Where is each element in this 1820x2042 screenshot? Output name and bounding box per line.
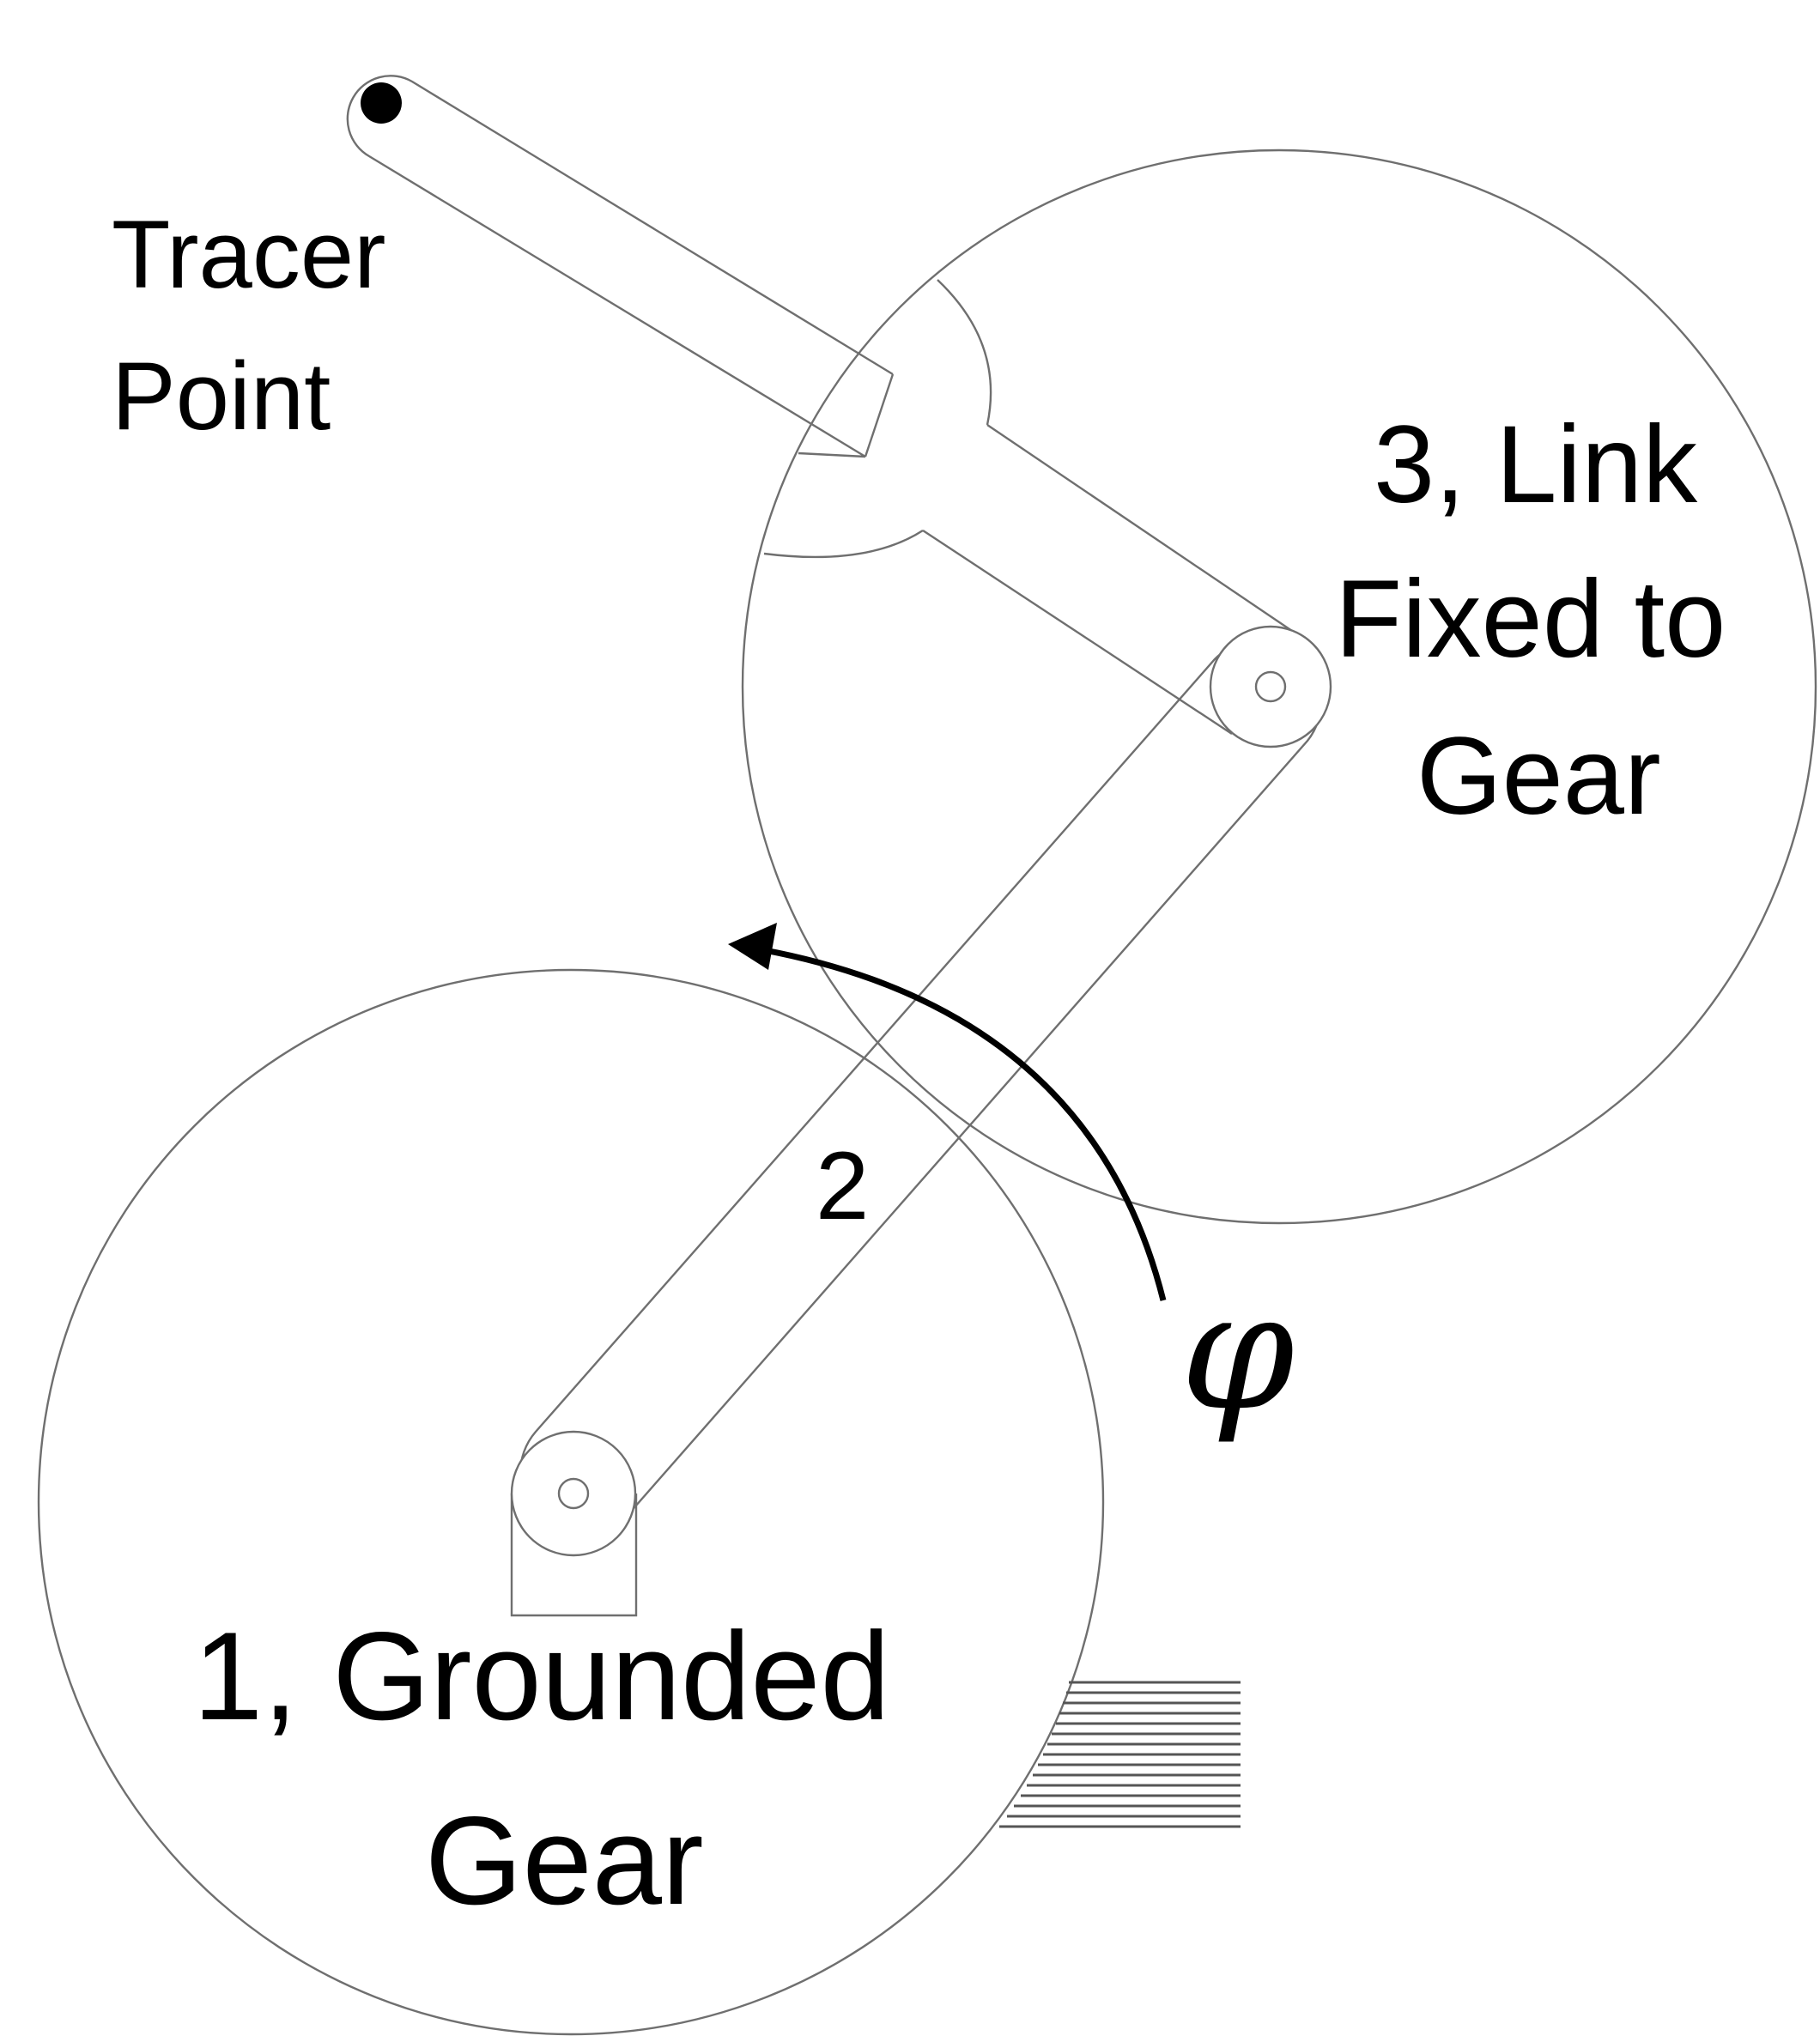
tracer-point-label-line2: Point [112,342,331,450]
link-3-bar [346,75,894,458]
link-3-label-line2: Fixed to [1335,558,1726,681]
grounded-gear [37,968,1105,2036]
planet-pivot-pin [1254,670,1287,703]
grounded-gear-label-line2: Gear [425,1791,704,1930]
link-3-hub [763,279,992,559]
rotation-arrow [755,945,1167,1301]
rotation-arrow-head [728,923,777,970]
link-3-bar-lower [922,424,1293,736]
planet-gear [741,148,1817,1225]
tracer-point-dot [361,82,402,124]
grounded-gear-label-line1: 1, Grounded [193,1606,890,1746]
ground-hatching [999,1681,1241,1828]
angle-phi-label: φ [1180,1257,1295,1446]
ground-pivot-pin [557,1477,590,1510]
link-3-label-line1: 3, Link [1374,403,1698,526]
arm-number-label: 2 [816,1132,869,1239]
link-3-label-line3: Gear [1417,715,1661,838]
ground-pivot-bracket [510,1494,638,1617]
tracer-point-label-line1: Tracer [112,201,385,308]
link-3-hub-edge [798,373,895,458]
